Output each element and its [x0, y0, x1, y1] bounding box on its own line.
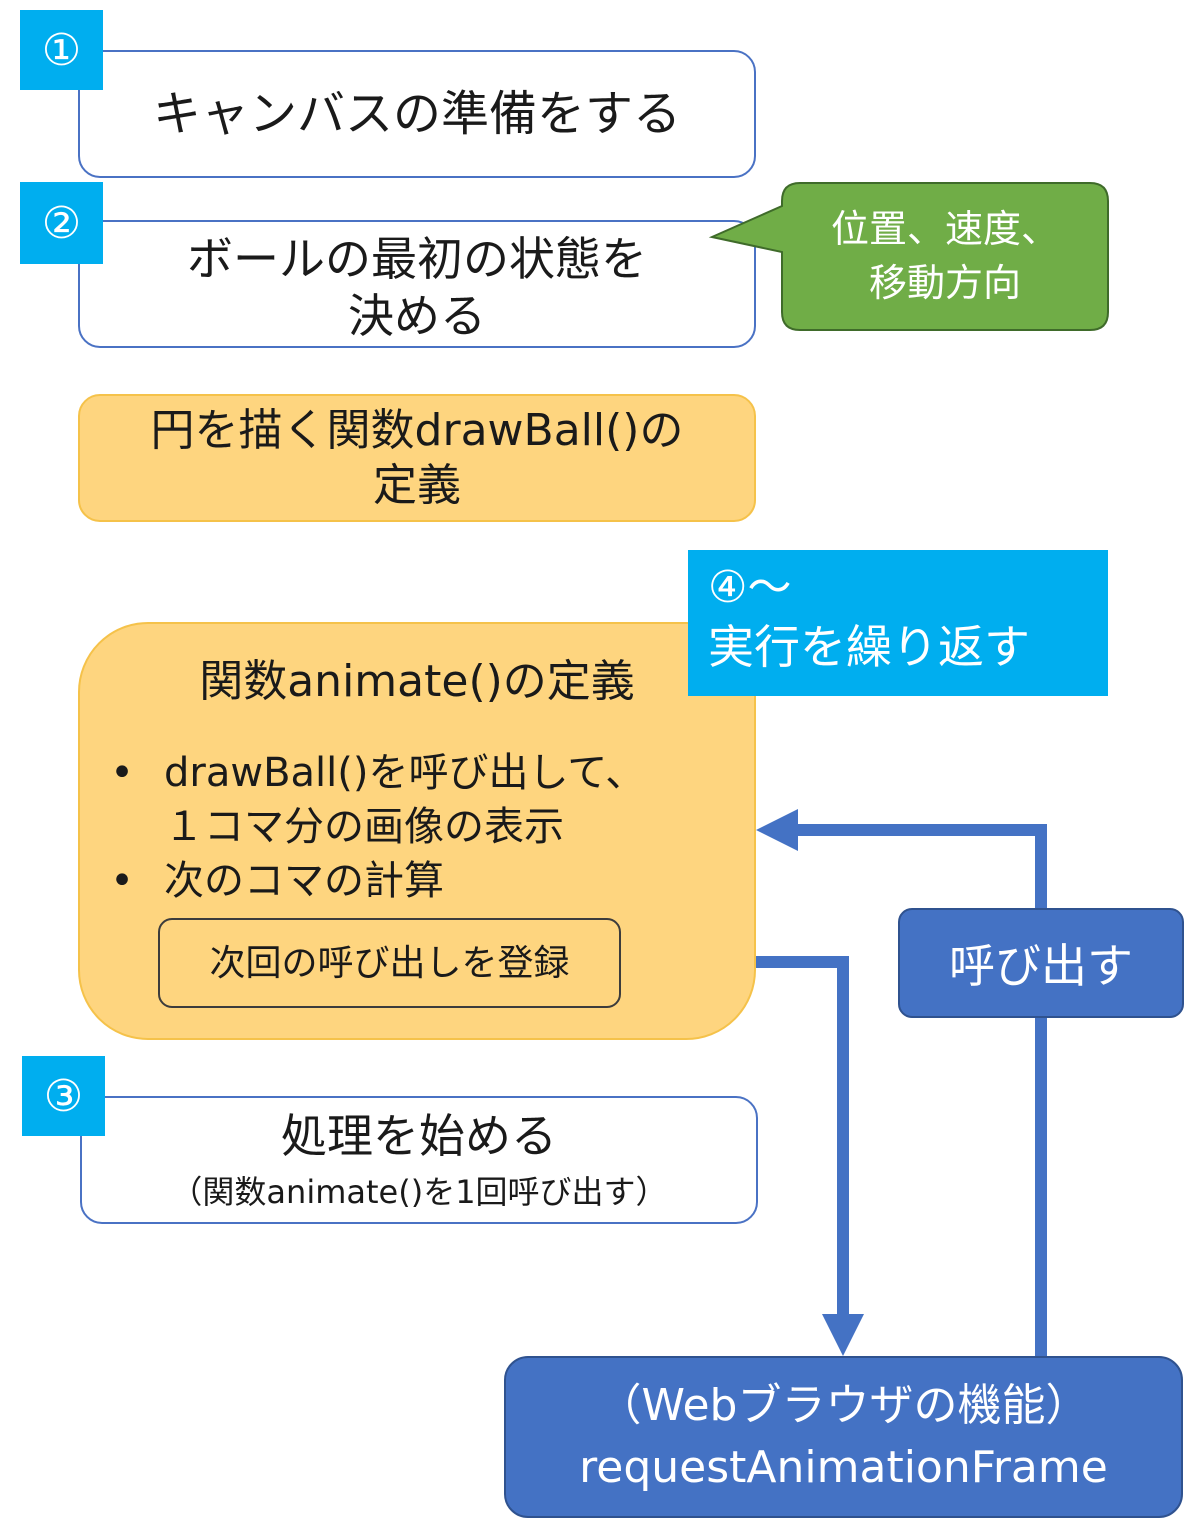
call-label-text: 呼び出す — [949, 939, 1133, 993]
bullet-dot: • — [110, 858, 134, 904]
call-label-box: 呼び出す — [898, 908, 1184, 1018]
register-to-browser-arrowhead — [822, 1314, 864, 1356]
step1-number-badge: ① — [20, 10, 103, 90]
step3-text-line2: （関数animate()を1回呼び出す） — [170, 1172, 668, 1211]
animate-bullet-item: • drawBall()を呼び出して、 １コマ分の画像の表示 — [102, 746, 742, 854]
step1-text: キャンバスの準備をする — [152, 86, 681, 142]
animate-bullet-item: • 次のコマの計算 — [102, 854, 742, 908]
callout-text-line1: 位置、速度、 — [830, 207, 1059, 252]
register-next-call-text: 次回の呼び出しを登録 — [209, 942, 570, 984]
browser-api-text-line1: （Webブラウザの機能） — [597, 1380, 1090, 1431]
browser-to-animate-arrow — [794, 824, 1047, 1358]
drawball-text-line1: 円を描く関数drawBall()の — [150, 405, 684, 456]
browser-to-animate-arrowhead — [756, 809, 798, 851]
repeat-label-box: ④～ 実行を繰り返す — [688, 550, 1108, 696]
callout-text-line2: 移動方向 — [868, 260, 1021, 305]
bullet1-line2: １コマ分の画像の表示 — [164, 804, 564, 850]
step2-number-badge: ② — [20, 182, 103, 264]
step3-number: ③ — [43, 1070, 84, 1122]
step3-box: 処理を始める （関数animate()を1回呼び出す） — [80, 1096, 758, 1224]
drawball-text-line2: 定義 — [373, 460, 461, 511]
step3-text-line1: 処理を始める — [281, 1109, 557, 1164]
register-next-call-box: 次回の呼び出しを登録 — [158, 918, 621, 1008]
step2-box: ボールの最初の状態を 決める — [78, 220, 756, 348]
animate-title: 関数animate()の定義 — [199, 656, 635, 707]
step2-text-line2: 決める — [348, 289, 486, 343]
repeat-label-line1: ④～ — [708, 562, 792, 613]
bullet1-line1: drawBall()を呼び出して、 — [164, 750, 646, 796]
repeat-label-line2: 実行を繰り返す — [708, 620, 1030, 674]
callout-bubble-outline — [708, 182, 1109, 331]
step1-box: キャンバスの準備をする — [78, 50, 756, 178]
step2-number: ② — [41, 197, 82, 249]
step2-text-line1: ボールの最初の状態を — [187, 231, 647, 286]
browser-api-text-line2: requestAnimationFrame — [579, 1442, 1108, 1493]
animate-bullet-list: • drawBall()を呼び出して、 １コマ分の画像の表示 • 次のコマの計算 — [102, 746, 742, 908]
drawball-definition-box: 円を描く関数drawBall()の 定義 — [78, 394, 756, 522]
bullet-dot: • — [110, 750, 134, 796]
browser-api-box: （Webブラウザの機能） requestAnimationFrame — [504, 1356, 1183, 1518]
step3-number-badge: ③ — [22, 1056, 105, 1136]
bullet2-text: 次のコマの計算 — [164, 858, 444, 904]
step1-number: ① — [41, 24, 82, 76]
callout-text: 位置、速度、 移動方向 — [782, 183, 1108, 330]
